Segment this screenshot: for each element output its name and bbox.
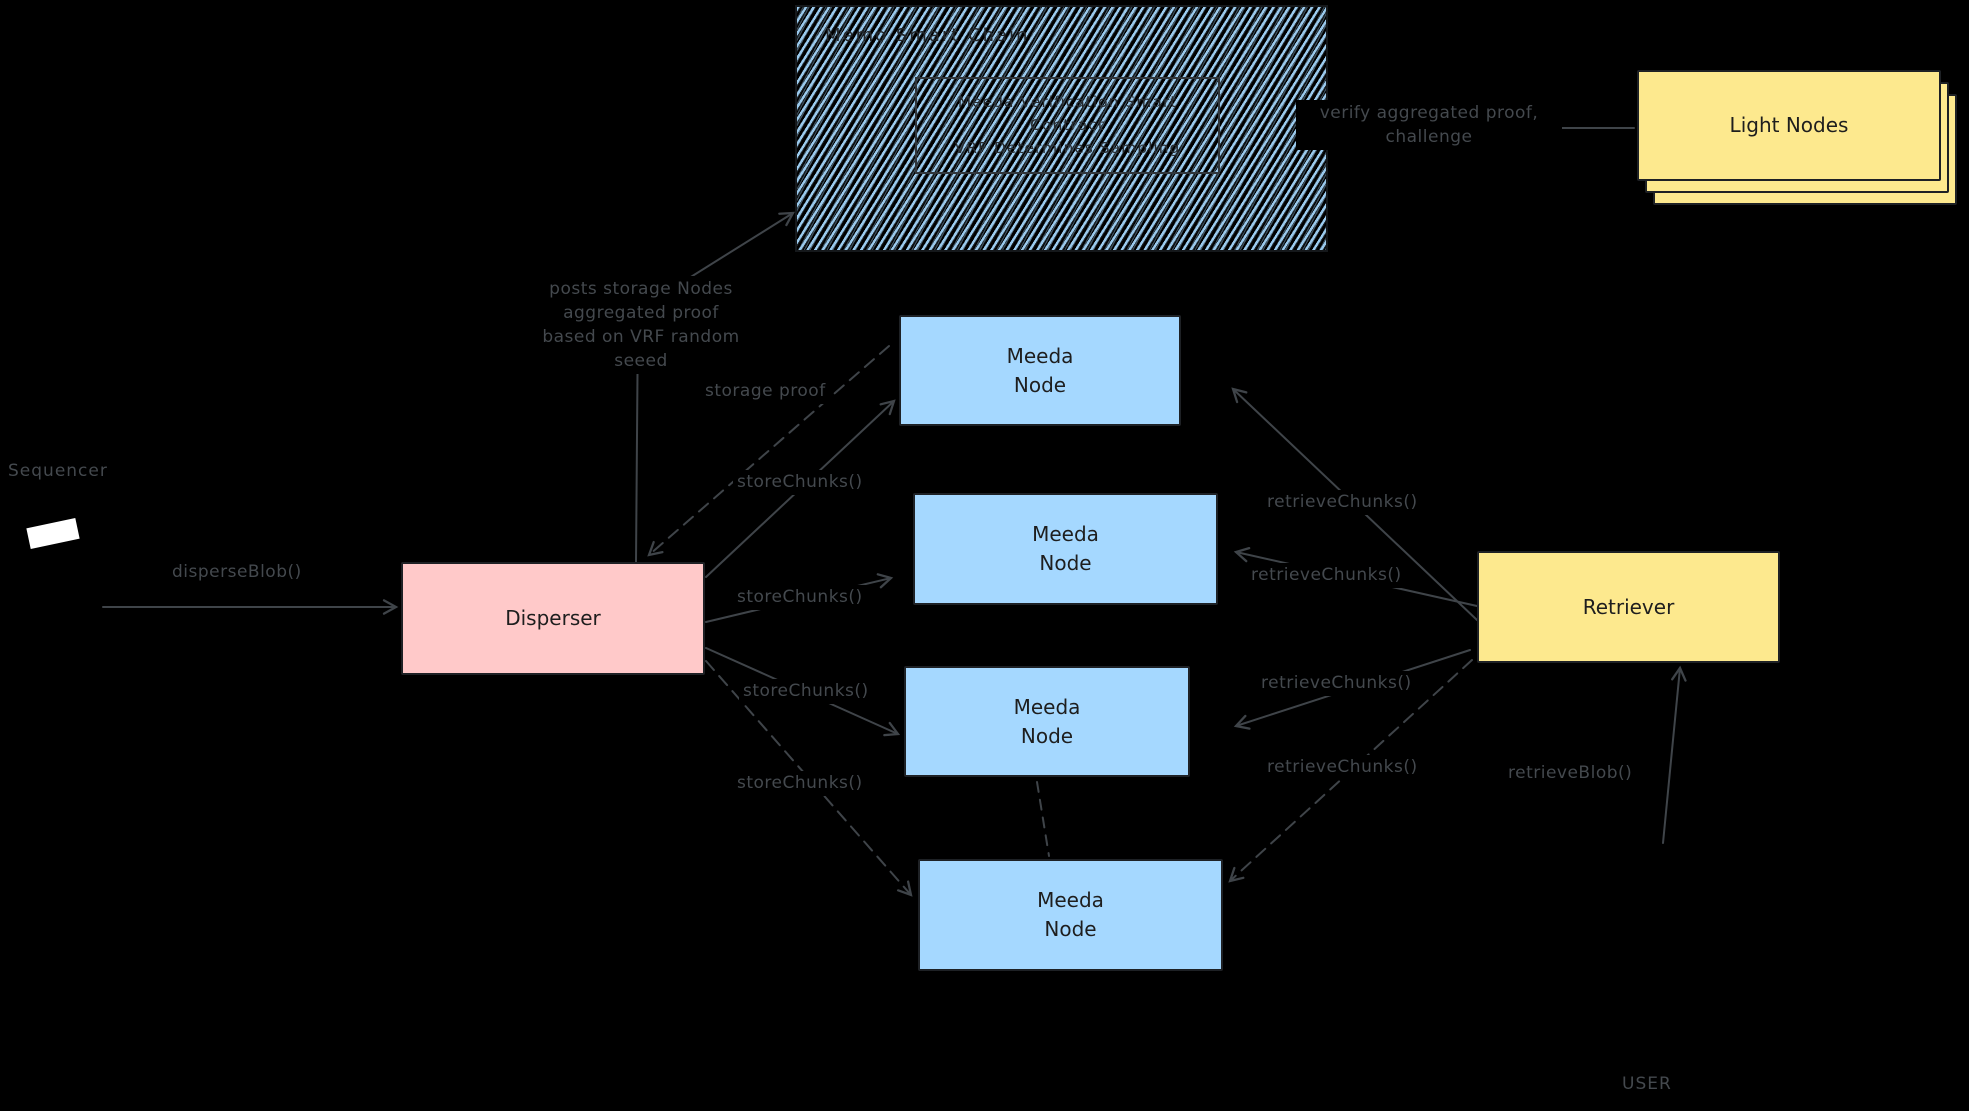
label-verify-line1: verify aggregated proof, [1319,103,1539,123]
contract-line: Meeda Verification Smart [957,93,1178,111]
contract-line: Contract [1030,116,1105,134]
label-store-chunks-3: storeChunks() [739,679,873,704]
label-posts-line4: seeed [614,351,668,371]
edge-storage-proof [647,345,890,557]
label-verify-line2: challenge [1385,127,1473,147]
light-nodes-box: Light Nodes [1637,70,1941,181]
label-store-chunks-1: storeChunks() [733,470,867,495]
edge-retrieve-blob [1662,665,1687,844]
meeda-node-box-4: Meeda Node [918,859,1223,971]
label-retrieve-chunks-3: retrieveChunks() [1257,671,1416,696]
label-retrieve-chunks-2: retrieveChunks() [1247,563,1406,588]
meeda-node-label: Node [1020,723,1074,748]
contract-line: VRF Determines Sampling [954,139,1181,157]
label-retrieve-chunks-1: retrieveChunks() [1263,490,1422,515]
label-posts-proof: posts storage Nodes aggregated proof bas… [526,276,756,374]
label-store-chunks-4: storeChunks() [733,771,867,796]
label-disperse-blob: disperseBlob() [168,560,306,585]
label-store-chunks-2: storeChunks() [733,585,867,610]
verification-contract-box: Meeda Verification Smart Contract VRF De… [915,77,1220,174]
light-nodes-label: Light Nodes [1729,113,1849,137]
label-posts-line3: based on VRF random [542,327,740,347]
meeda-node-label: Meeda [1032,522,1099,546]
meeda-node-box-1: Meeda Node [899,315,1181,426]
disperser-box: Disperser [401,562,705,675]
label-retrieve-chunks-4: retrieveChunks() [1263,755,1422,780]
label-verify-proof: verify aggregated proof, challenge [1296,100,1562,150]
label-storage-proof: storage proof [701,379,830,404]
chain-title: Memo Smart Chain [825,25,1030,46]
meeda-node-label: Meeda [1006,343,1074,368]
meeda-node-label: Node [1013,372,1067,397]
meeda-node-label: Node [1044,917,1097,941]
retriever-box: Retriever [1477,551,1780,663]
disperser-label: Disperser [505,606,601,630]
meeda-node-label: Node [1039,551,1092,575]
label-posts-line1: posts storage Nodes [549,279,733,299]
meeda-node-box-2: Meeda Node [913,493,1218,605]
label-retrieve-blob: retrieveBlob() [1504,761,1637,786]
sequencer-label: Sequencer [8,461,108,481]
meeda-node-box-3: Meeda Node [904,666,1190,777]
user-label: USER [1622,1074,1672,1094]
edge-node-continuation [1036,781,1050,857]
retriever-label: Retriever [1582,594,1675,619]
label-posts-line2: aggregated proof [563,303,719,323]
meeda-node-label: Meeda [1037,888,1104,912]
meeda-node-label: Meeda [1013,694,1081,719]
memo-smart-chain-box: Memo Smart Chain Meeda Verification Smar… [795,5,1328,252]
